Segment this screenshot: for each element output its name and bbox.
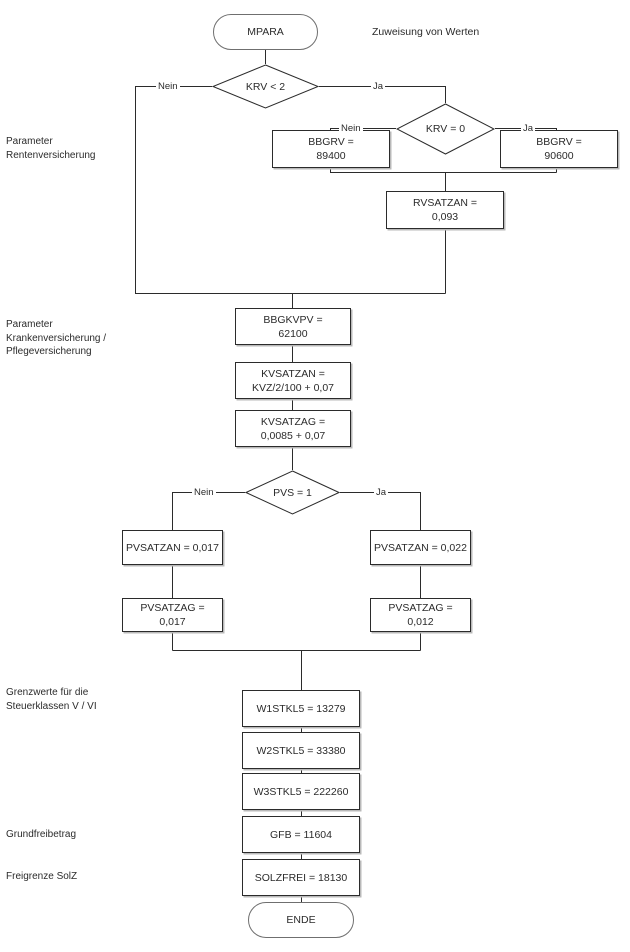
edge-label-pvs-ja: Ja bbox=[374, 487, 389, 498]
node-decision-krv-lt-2[interactable]: KRV < 2 bbox=[211, 64, 320, 109]
node-kvsatzan[interactable]: KVSATZAN = KVZ/2/100 + 0,07 bbox=[235, 362, 351, 399]
node-end-ende[interactable]: ENDE bbox=[248, 902, 354, 938]
node-bbgrv-90600-label: BBGRV = 90600 bbox=[536, 136, 582, 162]
node-gfb-label: GFB = 11604 bbox=[270, 828, 332, 841]
node-w3stkl5-label: W3STKL5 = 222260 bbox=[253, 785, 349, 798]
node-solzfrei-label: SOLZFREI = 18130 bbox=[254, 871, 348, 884]
node-pvsatzan-right-label: PVSATZAN = 0,022 bbox=[374, 541, 467, 554]
side-note-grenzwerte: Grenzwerte für die Steuerklassen V / VI bbox=[6, 687, 97, 712]
node-decision-pvs-eq-1[interactable]: PVS = 1 bbox=[244, 470, 341, 515]
node-bbgrv-90600[interactable]: BBGRV = 90600 bbox=[500, 130, 618, 168]
edge-label-krv-lt-2-ja: Ja bbox=[371, 81, 386, 92]
node-kvsatzag[interactable]: KVSATZAG = 0,0085 + 0,07 bbox=[235, 410, 351, 447]
node-rvsatzan[interactable]: RVSATZAN = 0,093 bbox=[386, 191, 504, 229]
node-bbgkvpv[interactable]: BBGKVPV = 62100 bbox=[235, 308, 351, 345]
side-note-freigrenze-solz: Freigrenze SolZ bbox=[6, 871, 78, 882]
node-w1stkl5[interactable]: W1STKL5 = 13279 bbox=[242, 690, 360, 727]
node-kvsatzag-label: KVSATZAG = 0,0085 + 0,07 bbox=[260, 415, 326, 442]
node-w2stkl5-label: W2STKL5 = 33380 bbox=[256, 744, 346, 757]
node-end-ende-label: ENDE bbox=[286, 914, 316, 926]
node-bbgkvpv-label: BBGKVPV = 62100 bbox=[263, 313, 323, 340]
edge-label-krv-lt-2-nein: Nein bbox=[156, 81, 180, 92]
node-w1stkl5-label: W1STKL5 = 13279 bbox=[256, 702, 346, 715]
side-note-rentenversicherung: Parameter Rentenversicherung bbox=[6, 136, 96, 161]
node-pvsatzan-left[interactable]: PVSATZAN = 0,017 bbox=[122, 530, 223, 565]
node-kvsatzan-label: KVSATZAN = KVZ/2/100 + 0,07 bbox=[251, 367, 335, 394]
edge-label-krv-eq-0-nein: Nein bbox=[339, 123, 363, 134]
node-start-mpara[interactable]: MPARA bbox=[213, 14, 318, 50]
node-pvsatzag-right-label: PVSATZAG = 0,012 bbox=[388, 602, 453, 628]
node-rvsatzan-label: RVSATZAN = 0,093 bbox=[412, 197, 478, 223]
node-pvsatzan-right[interactable]: PVSATZAN = 0,022 bbox=[370, 530, 471, 565]
node-bbgrv-89400[interactable]: BBGRV = 89400 bbox=[272, 130, 390, 168]
node-start-mpara-label: MPARA bbox=[247, 26, 284, 38]
node-decision-krv-lt-2-label: KRV < 2 bbox=[245, 80, 286, 93]
node-decision-krv-eq-0-label: KRV = 0 bbox=[425, 123, 466, 135]
edge-label-krv-eq-0-ja: Ja bbox=[521, 123, 536, 134]
node-w2stkl5[interactable]: W2STKL5 = 33380 bbox=[242, 732, 360, 769]
node-pvsatzag-right[interactable]: PVSATZAG = 0,012 bbox=[370, 598, 471, 632]
node-gfb[interactable]: GFB = 11604 bbox=[242, 816, 360, 853]
side-note-grundfreibetrag: Grundfreibetrag bbox=[6, 829, 77, 840]
node-decision-krv-eq-0[interactable]: KRV = 0 bbox=[395, 103, 496, 155]
node-pvsatzag-left-label: PVSATZAG = 0,017 bbox=[140, 602, 205, 628]
node-solzfrei[interactable]: SOLZFREI = 18130 bbox=[242, 859, 360, 896]
node-pvsatzag-left[interactable]: PVSATZAG = 0,017 bbox=[122, 598, 223, 632]
edge-label-pvs-nein: Nein bbox=[192, 487, 216, 498]
diagram-title-note: Zuweisung von Werten bbox=[372, 26, 480, 38]
node-pvsatzan-left-label: PVSATZAN = 0,017 bbox=[126, 541, 219, 554]
node-w3stkl5[interactable]: W3STKL5 = 222260 bbox=[242, 773, 360, 810]
node-decision-pvs-eq-1-label: PVS = 1 bbox=[273, 486, 312, 499]
node-bbgrv-89400-label: BBGRV = 89400 bbox=[308, 136, 354, 162]
side-note-krankenversicherung: Parameter Krankenversicherung / Pflegeve… bbox=[6, 319, 107, 357]
